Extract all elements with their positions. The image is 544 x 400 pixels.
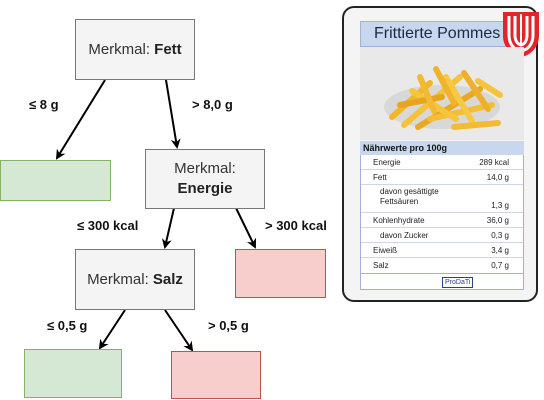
table-row: Salz 0,7 g [361, 258, 523, 273]
row-value: 0,3 g [491, 231, 509, 240]
node-label: Merkmal: [174, 160, 236, 177]
leaf-green-1 [0, 160, 111, 201]
nutrition-table-header: Nährwerte pro 100g [360, 141, 524, 155]
edge-label-node2-left: ≤ 300 kcal [77, 218, 139, 233]
nutrition-table: Energie 289 kcal Fett 14,0 g davon gesät… [360, 155, 524, 274]
edge-root-right [165, 79, 181, 149]
edge-label-node3-left: ≤ 0,5 g [47, 318, 88, 333]
edge-label-root-left: ≤ 8 g [29, 97, 59, 112]
table-row: Kohlenhydrate 36,0 g [361, 213, 523, 228]
table-row: davon gesättigte Fettsäuren 1,3 g [361, 185, 523, 213]
edge-label-node3-right: > 0,5 g [208, 318, 249, 333]
leaf-red-2 [171, 351, 261, 399]
row-name: Fett [373, 173, 387, 182]
node-label: Merkmal: [87, 270, 153, 288]
edge-label-root-right: > 8,0 g [192, 97, 233, 112]
card-title: Frittierte Pommes [360, 21, 524, 47]
row-name: Kohlenhydrate [373, 216, 425, 225]
table-row: Fett 14,0 g [361, 170, 523, 185]
card-footer: ProDaTi [360, 274, 524, 290]
row-name: Salz [373, 261, 389, 270]
edge-node3-right [164, 309, 194, 352]
edge-label-node2-right: > 300 kcal [265, 218, 327, 233]
node-feature: Fett [154, 40, 182, 58]
table-row: davon Zucker 0,3 g [361, 228, 523, 243]
leaf-green-2 [24, 349, 122, 398]
row-value: 0,7 g [491, 261, 509, 270]
row-value: 3,4 g [491, 246, 509, 255]
row-name: Energie [373, 158, 401, 167]
row-name: davon Zucker [380, 231, 429, 240]
nutrition-card: Frittierte Pommes [342, 6, 539, 302]
edge-node2-left [161, 207, 175, 249]
node-feature-energie: Merkmal: Energie [145, 149, 265, 209]
prodati-logo: ProDaTi [442, 277, 474, 288]
node-feature-fett: Merkmal: Fett [75, 19, 195, 80]
edge-node2-right [235, 207, 256, 249]
table-row: Eiweiß 3,4 g [361, 243, 523, 258]
node-feature: Salz [152, 270, 183, 288]
row-name: davon gesättigte Fettsäuren [380, 187, 439, 206]
brand-logo-icon [503, 12, 539, 57]
node-label: Merkmal: [88, 40, 155, 58]
row-value: 1,3 g [491, 201, 509, 210]
row-value: 14,0 g [486, 173, 509, 182]
edge-root-left [55, 79, 106, 160]
leaf-red-1 [235, 249, 326, 298]
row-value: 289 kcal [479, 158, 509, 167]
node-feature: Energie [177, 180, 233, 197]
row-name: Eiweiß [373, 246, 398, 255]
edge-node3-left [98, 309, 126, 350]
table-row: Energie 289 kcal [361, 155, 523, 170]
row-value: 36,0 g [486, 216, 509, 225]
node-feature-salz: Merkmal: Salz [75, 249, 195, 310]
fries-photo [360, 47, 524, 140]
